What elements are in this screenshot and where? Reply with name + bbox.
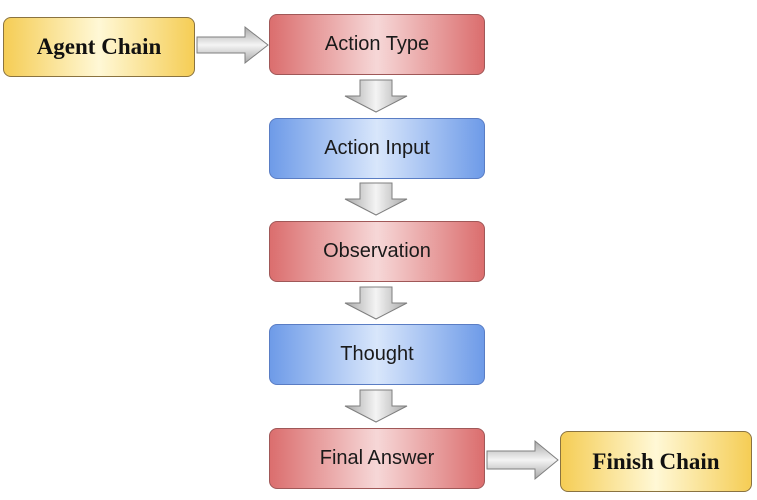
arrow-observation-to-thought xyxy=(344,286,408,320)
arrow-action-type-to-action-input xyxy=(344,79,408,113)
arrow-action-input-to-observation xyxy=(344,182,408,216)
final-answer-node: Final Answer xyxy=(269,428,485,489)
thought-node: Thought xyxy=(269,324,485,385)
action-input-node: Action Input xyxy=(269,118,485,179)
action-type-node: Action Type xyxy=(269,14,485,75)
arrow-thought-to-final-answer xyxy=(344,389,408,423)
arrow-agent-to-action-type xyxy=(196,25,269,65)
observation-node: Observation xyxy=(269,221,485,282)
agent-chain-node: Agent Chain xyxy=(3,17,195,77)
arrow-final-answer-to-finish-chain xyxy=(486,439,559,481)
finish-chain-node: Finish Chain xyxy=(560,431,752,492)
